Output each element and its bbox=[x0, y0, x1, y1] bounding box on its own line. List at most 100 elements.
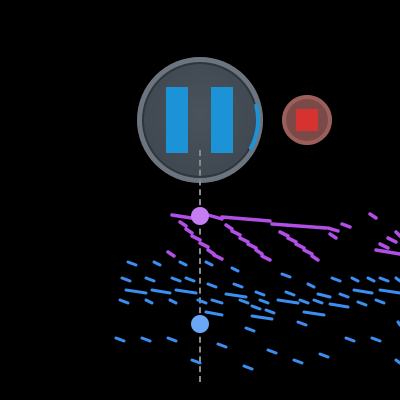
note-dash bbox=[242, 364, 254, 371]
note-dash bbox=[210, 298, 224, 305]
note-dash bbox=[292, 358, 304, 365]
note-dash bbox=[204, 260, 214, 267]
note-dash bbox=[298, 298, 310, 305]
note-dash bbox=[374, 248, 400, 256]
note-lane-purple bbox=[166, 212, 400, 262]
note-dash bbox=[220, 215, 272, 223]
note-dash bbox=[230, 266, 240, 273]
note-dash bbox=[378, 242, 390, 250]
playhead-line bbox=[199, 150, 201, 382]
note-dash bbox=[254, 248, 264, 256]
pause-icon-bar-left bbox=[166, 87, 188, 153]
note-dash bbox=[344, 336, 356, 343]
note-dash bbox=[338, 292, 350, 299]
note-dash bbox=[356, 300, 368, 307]
note-dash bbox=[330, 276, 342, 283]
note-dash bbox=[150, 288, 172, 295]
note-dash bbox=[144, 276, 156, 283]
note-dash bbox=[318, 352, 330, 359]
note-dash bbox=[246, 242, 258, 250]
note-dash bbox=[368, 212, 378, 220]
note-dash bbox=[238, 236, 250, 244]
note-dash bbox=[170, 276, 182, 283]
note-dash bbox=[184, 227, 194, 235]
note-dash bbox=[370, 336, 382, 343]
note-dash bbox=[350, 276, 360, 283]
note-dash bbox=[352, 288, 374, 295]
note-dash bbox=[178, 260, 188, 267]
note-dash bbox=[374, 298, 386, 305]
note-dash bbox=[204, 310, 224, 317]
note-dash bbox=[196, 298, 208, 305]
note-dash bbox=[266, 348, 278, 355]
note-dash bbox=[386, 236, 398, 244]
note-dash bbox=[144, 298, 154, 305]
note-dash bbox=[184, 276, 196, 283]
note-dash bbox=[124, 288, 148, 295]
note-dash bbox=[302, 310, 326, 317]
note-dash bbox=[296, 320, 308, 327]
note-dash bbox=[394, 358, 400, 365]
note-dash bbox=[140, 336, 152, 343]
note-dash bbox=[280, 272, 292, 279]
note-dash bbox=[302, 248, 314, 256]
note-dash bbox=[190, 358, 202, 365]
note-dash bbox=[114, 336, 126, 343]
note-dash bbox=[206, 248, 216, 256]
note-dash bbox=[258, 298, 270, 305]
note-dash bbox=[276, 298, 300, 305]
note-dash bbox=[190, 234, 202, 242]
note-dash bbox=[326, 226, 340, 233]
note-lane-blue bbox=[114, 260, 400, 371]
note-dash bbox=[328, 302, 350, 309]
stop-button[interactable] bbox=[282, 95, 332, 145]
note-dash bbox=[270, 222, 328, 230]
note-dash bbox=[328, 232, 338, 240]
pause-icon-bar-right bbox=[211, 87, 233, 153]
note-dash bbox=[366, 276, 376, 283]
note-dash bbox=[168, 298, 178, 305]
note-dash bbox=[232, 282, 244, 289]
note-dash bbox=[174, 288, 198, 295]
playhead-marker-blue[interactable] bbox=[191, 315, 209, 333]
note-dash bbox=[250, 304, 262, 311]
note-dash bbox=[316, 292, 332, 299]
note-dash bbox=[244, 326, 256, 333]
note-dash bbox=[206, 282, 218, 289]
note-dash bbox=[278, 230, 290, 238]
note-dash bbox=[306, 282, 316, 289]
note-dash bbox=[378, 276, 390, 283]
note-dash bbox=[166, 336, 178, 343]
note-dash bbox=[126, 260, 138, 267]
note-dash bbox=[120, 276, 132, 283]
note-dash bbox=[286, 236, 298, 244]
note-dash bbox=[312, 298, 324, 305]
note-dash bbox=[284, 290, 296, 297]
note-dash bbox=[294, 242, 306, 250]
note-dash bbox=[264, 308, 276, 315]
note-dash bbox=[378, 288, 400, 295]
note-dash bbox=[260, 254, 272, 262]
playhead-marker-purple[interactable] bbox=[191, 207, 209, 225]
note-dash bbox=[178, 220, 188, 228]
note-dash bbox=[166, 250, 176, 258]
note-dash bbox=[216, 342, 228, 349]
note-dash bbox=[394, 230, 400, 238]
note-dash bbox=[238, 298, 250, 305]
note-dash bbox=[206, 213, 224, 221]
note-dash bbox=[340, 222, 352, 229]
note-dash bbox=[224, 223, 234, 231]
note-dash bbox=[310, 254, 320, 262]
note-dash bbox=[118, 298, 130, 305]
note-dash bbox=[250, 314, 274, 321]
stop-icon bbox=[296, 109, 318, 131]
note-dash bbox=[394, 276, 400, 283]
note-dash bbox=[212, 253, 224, 261]
note-dash bbox=[152, 260, 162, 267]
note-dash bbox=[198, 241, 210, 249]
note-dash bbox=[254, 290, 266, 297]
note-dash bbox=[224, 292, 248, 299]
note-dash bbox=[230, 229, 242, 237]
